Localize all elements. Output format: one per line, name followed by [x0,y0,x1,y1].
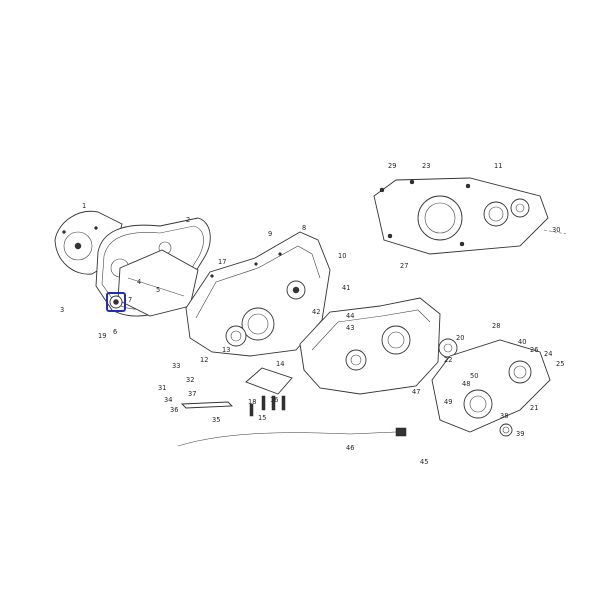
callout-17: 17 [218,258,226,266]
cylinder-center-line [543,229,567,235]
callout-5: 5 [156,286,160,294]
callout-46: 46 [346,444,354,452]
callout-19: 19 [98,332,106,340]
callout-42: 42 [312,308,320,316]
callout-31: 31 [158,384,166,392]
callout-36: 36 [170,406,178,414]
callout-39: 39 [516,430,524,438]
callout-38: 38 [500,412,508,420]
callout-45: 45 [420,458,428,466]
callout-14: 14 [276,360,284,368]
callout-34: 34 [164,396,172,404]
crankcase-left-half [185,231,331,357]
crankcase-right-half [299,297,458,395]
callout-35: 35 [212,416,220,424]
callout-22: 22 [444,356,452,364]
callout-28: 28 [492,322,500,330]
ignition-cover [431,339,551,433]
callout-29: 29 [388,162,396,170]
callout-40: 40 [518,338,526,346]
callout-3: 3 [60,306,64,314]
callout-37: 37 [188,390,196,398]
callout-labels: 1 2 3 4 5 6 7 19 8 9 10 12 13 14 15 16 1… [60,162,564,466]
gasket-bolt-set [245,367,293,417]
callout-33: 33 [172,362,180,370]
callout-12: 12 [200,356,208,364]
callout-32: 32 [186,376,194,384]
callout-48: 48 [462,380,470,388]
callout-13: 13 [222,346,230,354]
callout-20: 20 [456,334,464,342]
callout-11: 11 [494,162,502,170]
callout-8: 8 [302,224,306,232]
callout-49: 49 [444,398,452,406]
water-pump-impeller [109,295,123,309]
callout-1: 1 [82,202,86,210]
callout-50: 50 [470,372,478,380]
callout-47: 47 [412,388,420,396]
callout-27: 27 [400,262,408,270]
callout-9: 9 [268,230,272,238]
callout-16: 16 [270,396,278,404]
cylinder-block [373,177,549,255]
callout-6: 6 [113,328,117,336]
callout-4: 4 [137,278,141,286]
clutch-cable [177,427,407,447]
callout-43: 43 [346,324,354,332]
callout-18: 18 [248,398,256,406]
callout-44: 44 [346,312,354,320]
callout-24: 24 [544,350,552,358]
callout-7: 7 [128,296,132,304]
callout-23: 23 [422,162,430,170]
callout-26: 26 [530,346,538,354]
callout-30: 30 [552,226,560,234]
callout-15: 15 [258,414,266,422]
callout-41: 41 [342,284,350,292]
kick-lever-rod [180,401,234,409]
callout-21: 21 [530,404,538,412]
callout-10: 10 [338,252,346,260]
callout-2: 2 [186,216,190,224]
callout-25: 25 [556,360,564,368]
callout-19-highlight-box [106,292,126,312]
inspection-plug [499,423,513,437]
